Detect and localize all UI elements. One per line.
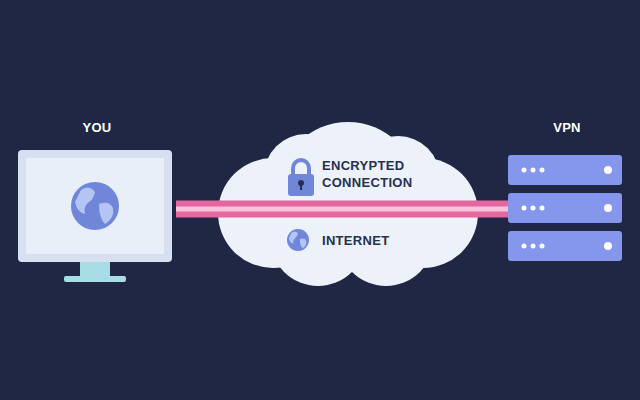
node-heading: YOU [18,120,176,137]
cloud-shape [218,122,478,286]
monitor-illustration [18,118,172,282]
node-heading: VPN [508,120,626,137]
globe-icon [71,182,119,230]
tunnel-connector [478,209,508,210]
cloud-label: ENCRYPTED CONNECTION [322,158,442,192]
tunnel-core [218,207,478,212]
monitor-frame [18,150,172,262]
server-unit [508,155,622,185]
cloud-label: INTERNET [322,233,442,250]
monitor-base [64,276,126,282]
server-node: VPN [508,118,626,268]
tunnel-band [218,201,478,218]
lock-icon [288,160,314,196]
cloud-illustration [218,118,478,292]
cloud-node: ENCRYPTED CONNECTION INTERNET [218,118,478,292]
globe-icon [287,229,309,251]
server-unit [508,231,622,261]
tunnel-connector [176,209,218,210]
monitor-neck [80,262,110,276]
server-illustration [508,118,622,268]
monitor-screen [26,158,164,254]
server-unit [508,193,622,223]
monitor-node: YOU [18,118,176,282]
